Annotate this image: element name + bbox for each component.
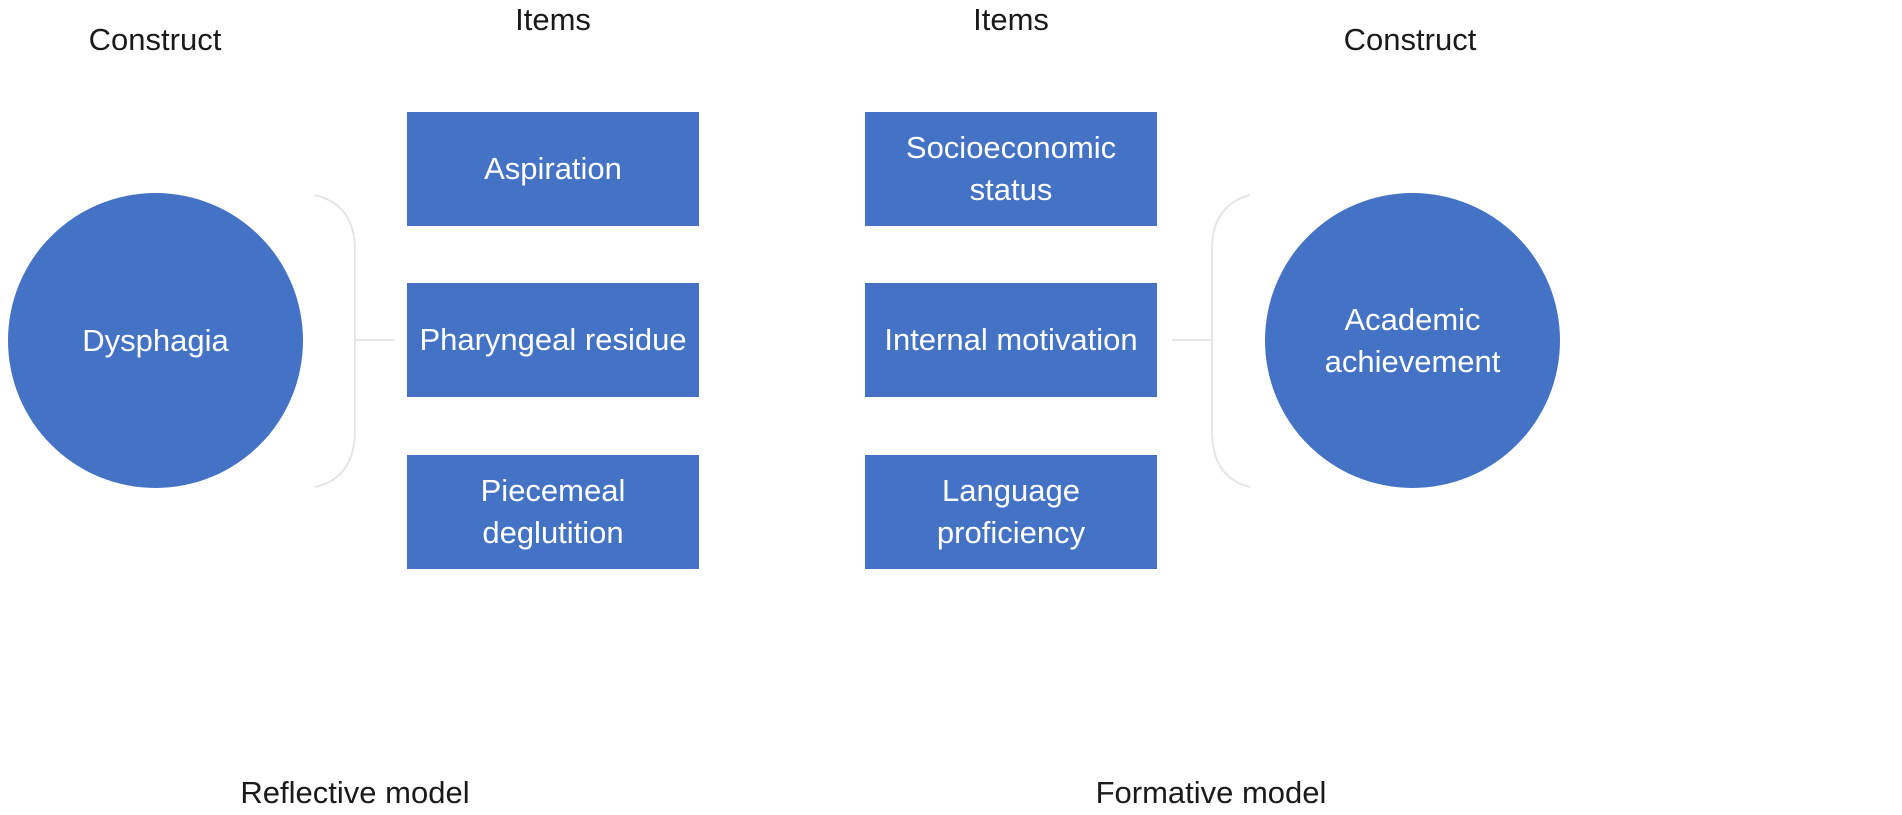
item-socioeconomic-status-label: Socioeconomic status (905, 130, 1117, 207)
item-piecemeal-deglutition-label: Piecemeal deglutition (480, 473, 626, 550)
item-piecemeal-deglutition: Piecemeal deglutition (407, 455, 699, 569)
formative-model-label: Formative model (1095, 775, 1327, 810)
header-left-items: Items (515, 2, 591, 37)
construct-dysphagia: Dysphagia (8, 193, 303, 488)
right-brace (1211, 194, 1251, 488)
construct-dysphagia-label: Dysphagia (82, 322, 229, 358)
item-socioeconomic-status: Socioeconomic status (865, 112, 1157, 226)
construct-academic-achievement-label: Academic achievement (1324, 301, 1501, 379)
item-aspiration: Aspiration (407, 112, 699, 226)
header-left-construct: Construct (88, 22, 222, 57)
item-language-proficiency: Language proficiency (865, 455, 1157, 569)
left-brace (314, 194, 356, 488)
item-pharyngeal-residue-label: Pharyngeal residue (419, 322, 687, 358)
item-language-proficiency-label: Language proficiency (936, 473, 1086, 550)
header-right-items: Items (973, 2, 1049, 37)
item-pharyngeal-residue: Pharyngeal residue (407, 283, 699, 397)
header-right-construct: Construct (1343, 22, 1477, 57)
item-internal-motivation: Internal motivation (865, 283, 1157, 397)
item-aspiration-label: Aspiration (484, 151, 622, 187)
item-internal-motivation-label: Internal motivation (884, 322, 1138, 358)
reflective-model-label: Reflective model (240, 775, 470, 810)
construct-academic-achievement: Academic achievement (1265, 193, 1560, 488)
